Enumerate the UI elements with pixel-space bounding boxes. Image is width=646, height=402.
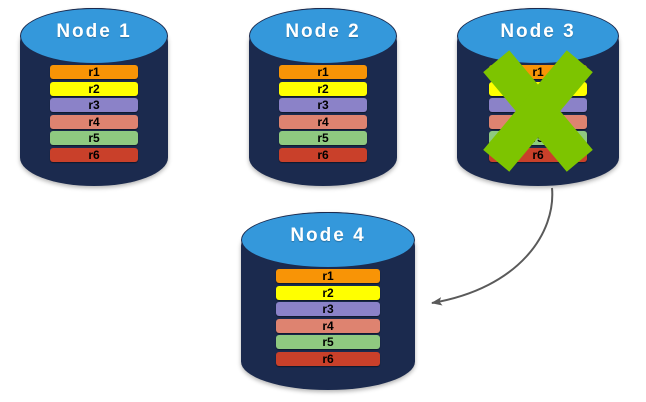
row-bar-r1[interactable]: r1 — [276, 269, 380, 283]
row-bar-r6[interactable]: r6 — [489, 148, 587, 162]
row-bar-r2[interactable]: r2 — [276, 285, 380, 300]
node-label: Node 4 — [290, 225, 366, 246]
row-bar-r3[interactable]: r3 — [489, 98, 587, 113]
row-bar-r4[interactable]: r4 — [276, 318, 380, 333]
cylinder-top-ellipse — [20, 8, 168, 64]
row-bar-r5[interactable]: r5 — [279, 131, 367, 146]
cylinder-top-ellipse — [241, 212, 415, 268]
row-bar-r5[interactable]: r5 — [489, 131, 587, 146]
row-bar-r5[interactable]: r5 — [276, 335, 380, 350]
row-bar-r6[interactable]: r6 — [279, 148, 367, 162]
row-bar-r6[interactable]: r6 — [276, 352, 380, 366]
row-bar-r4[interactable]: r4 — [279, 114, 367, 129]
row-bar-r1[interactable]: r1 — [279, 65, 367, 79]
row-bar-r3[interactable]: r3 — [50, 98, 138, 113]
row-bar-r2[interactable]: r2 — [489, 81, 587, 96]
node-label: Node 2 — [285, 21, 361, 42]
node-label: Node 1 — [56, 21, 132, 42]
row-bar-r4[interactable]: r4 — [489, 114, 587, 129]
row-bar-r3[interactable]: r3 — [276, 302, 380, 317]
node-label: Node 3 — [500, 21, 576, 42]
row-bar-r4[interactable]: r4 — [50, 114, 138, 129]
row-bar-r1[interactable]: r1 — [489, 65, 587, 79]
row-bar-r3[interactable]: r3 — [279, 98, 367, 113]
row-bar-r6[interactable]: r6 — [50, 148, 138, 162]
row-bar-r2[interactable]: r2 — [50, 81, 138, 96]
row-bar-r5[interactable]: r5 — [50, 131, 138, 146]
cylinder-top-ellipse — [249, 8, 397, 64]
row-bar-r2[interactable]: r2 — [279, 81, 367, 96]
row-bar-r1[interactable]: r1 — [50, 65, 138, 79]
replication-arrow — [431, 187, 554, 306]
